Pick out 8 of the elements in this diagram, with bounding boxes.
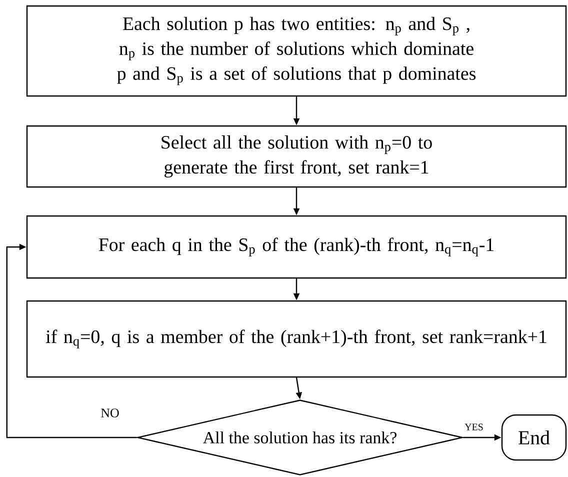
process-box: Each solution p has two entities: n$_{p}$ and S$_{p}$ , n$_{p}$ is the number of solutions which dominate p and S$_{p}$ is a set of solutions that p dominates <box>26 5 567 97</box>
process-box: if n$_{q}$=0, q is a member of the (rank+1)-th front, set rank=rank+1 <box>26 300 567 378</box>
edge-label: NO <box>100 408 120 418</box>
edge-label: YES <box>464 422 484 432</box>
process-box: For each q in the S$_{p}$ of the (rank)-th front, n$_{q}$=n$_{q}$-1 <box>26 215 567 279</box>
terminal-box: End <box>501 414 567 461</box>
process-box: Select all the solution with n$_{p}$=0 to generate the first front, set rank=1 <box>26 125 567 188</box>
arrow <box>6 244 137 438</box>
